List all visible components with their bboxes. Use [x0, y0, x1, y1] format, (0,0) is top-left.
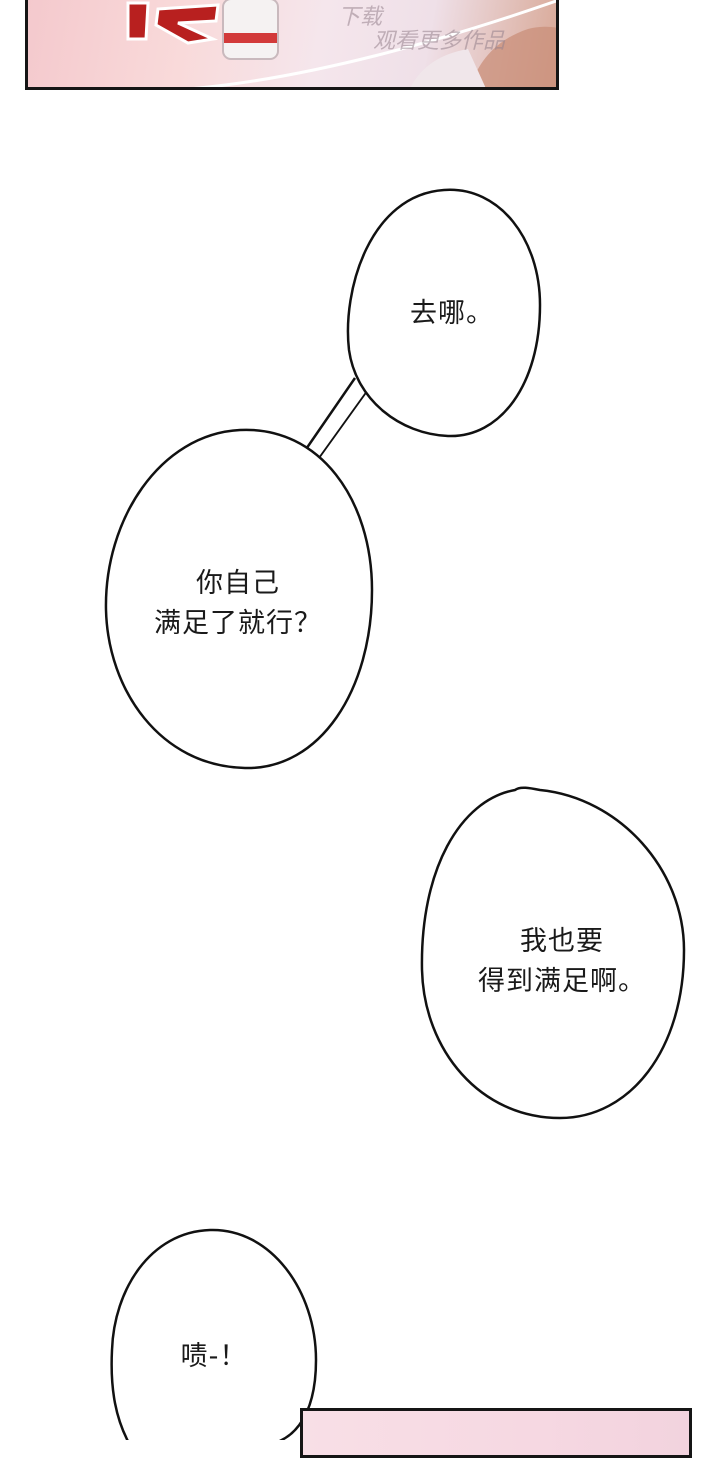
- bubble-3-line-1: 我也要: [520, 926, 604, 957]
- bubble-connector-fill: [303, 380, 366, 462]
- speech-bubble-1-text: 去哪。: [410, 294, 494, 334]
- speech-bubble-3-outline: [420, 786, 686, 1120]
- top-comic-panel: 下载 观看更多作品: [25, 0, 559, 90]
- bubble-3-line-2: 得到满足啊。: [478, 966, 646, 997]
- bubble-connector: [300, 377, 368, 464]
- bottom-comic-panel: [300, 1408, 692, 1458]
- watermark-line-2: 观看更多作品: [373, 29, 506, 54]
- panel-illustration: [126, 0, 556, 87]
- speech-bubble-4-text: 啧-！: [181, 1337, 248, 1377]
- speech-bubble-2-text: 你自己 满足了就行？: [154, 564, 322, 644]
- speech-bubble-4-outline: [110, 1228, 318, 1440]
- speech-bubble-1-outline: [346, 188, 542, 438]
- watermark-line-1: 下载: [338, 5, 383, 30]
- speech-bubble-3-text: 我也要 得到满足啊。: [478, 922, 646, 1002]
- bubble-2-line-1: 你自己: [196, 568, 280, 599]
- bubble-1-line-1: 去哪。: [410, 298, 494, 329]
- speech-bubble-2-outline: [104, 428, 374, 770]
- bubble-2-line-2: 满足了就行？: [154, 608, 322, 639]
- bubble-4-line-1: 啧-！: [180, 1341, 248, 1372]
